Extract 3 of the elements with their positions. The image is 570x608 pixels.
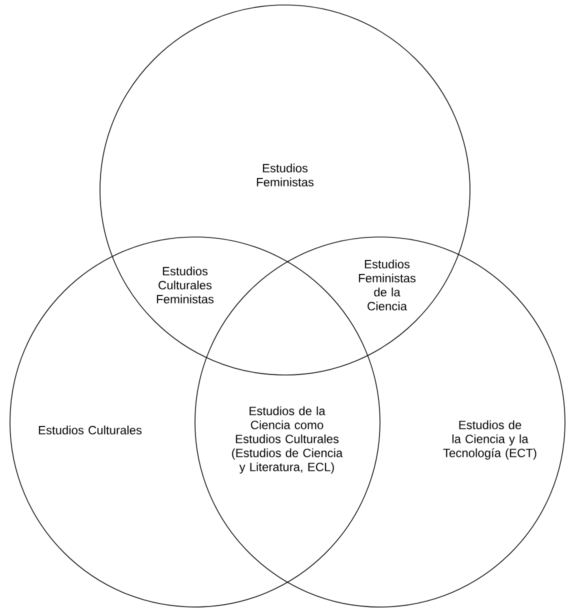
region-label: Estudios de la Ciencia como Estudios Culturales (Estudios de Ciencia y Literatura, ECL) bbox=[232, 406, 343, 474]
region-label: Estudios Feministas de la Ciencia bbox=[358, 260, 416, 310]
region-label: Estudios Culturales Feministas bbox=[156, 266, 214, 304]
